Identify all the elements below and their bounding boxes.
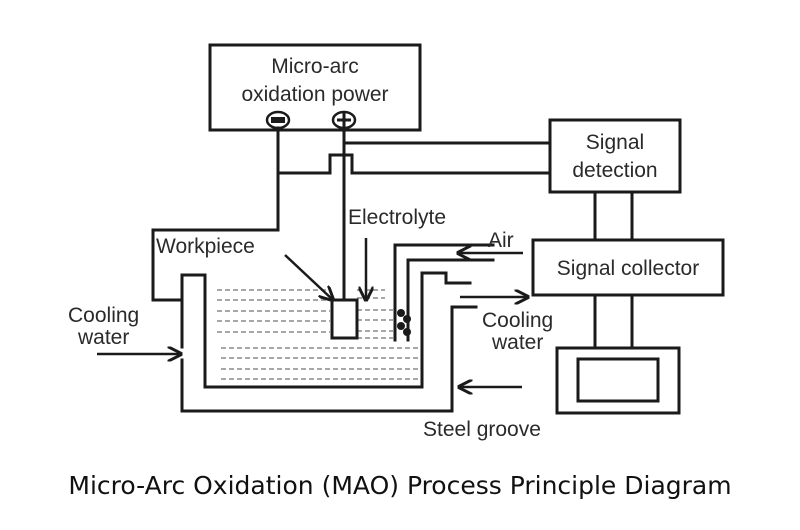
air-label: Air [488,229,514,252]
bubbles [397,309,411,336]
signal-collector-box [531,238,725,297]
power-supply-label-line2: oxidation power [241,83,388,106]
power-supply-label-line1: Micro-arc [271,55,359,78]
signal-detection-box [548,118,682,194]
cooling-water-in-label-line2: water [77,326,129,349]
negative-wire [151,171,280,302]
workpiece [330,298,359,340]
workpiece-label: Workpiece [156,235,255,258]
workpiece-arrow [284,254,333,300]
steel-groove [180,305,478,413]
signal-collector-label: Signal collector [557,257,699,280]
cooling-water-in-label-line1: Cooling [68,304,139,327]
monitor-icon [555,346,681,415]
electrolyte-level [217,289,420,380]
inner-tank-wall [180,271,472,389]
electrolyte-label: Electrolyte [348,206,446,229]
signal-wire-bottom [276,126,552,175]
steel-groove-label: Steel groove [423,418,541,441]
signal-detection-label-line1: Signal [586,131,644,154]
signal-detection-label-line2: detection [572,159,657,182]
air-tube-outer [393,243,495,342]
cooling-water-out-label-line2: water [491,331,543,354]
diagram-caption: Micro-Arc Oxidation (MAO) Process Princi… [68,471,731,500]
power-supply-box [208,43,422,132]
cooling-water-out-label-line1: Cooling [482,309,553,332]
